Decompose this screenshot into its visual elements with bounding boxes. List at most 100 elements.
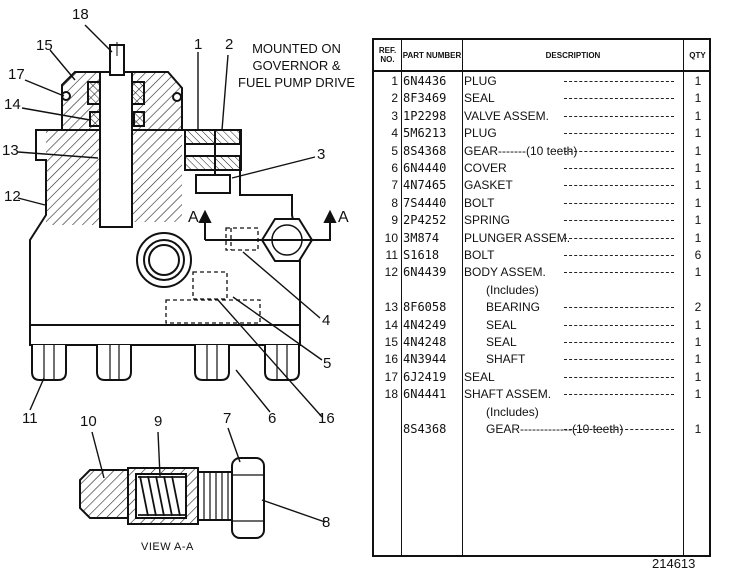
ref-cell: 18 bbox=[384, 387, 398, 402]
qty-cell: 1 bbox=[694, 317, 702, 332]
qty-cell: 1 bbox=[694, 265, 702, 280]
leader-dashes bbox=[564, 394, 674, 396]
qty-cell: 1 bbox=[694, 213, 702, 228]
ref-cell: 17 bbox=[384, 369, 398, 384]
table-row: 14 4N4249 SEAL 1 bbox=[374, 317, 709, 334]
qty-cell: 1 bbox=[694, 74, 702, 88]
description-cell: SEAL bbox=[486, 335, 517, 349]
table-row: (Includes) bbox=[374, 404, 709, 421]
pump-body bbox=[29, 42, 337, 381]
qty-cell: 1 bbox=[694, 422, 702, 436]
ref-cell: 8 bbox=[391, 195, 398, 210]
part-number-cell: 6N4439 bbox=[403, 265, 447, 280]
part-number-cell: 1P2298 bbox=[403, 108, 447, 123]
col-divider bbox=[462, 40, 463, 555]
leader-dashes bbox=[564, 115, 674, 117]
ref-cell: 9 bbox=[391, 213, 398, 228]
leader-dashes bbox=[564, 133, 674, 135]
table-row: 18 6N4441 SHAFT ASSEM. 1 bbox=[374, 386, 709, 403]
qty-cell: 1 bbox=[694, 195, 702, 210]
leader-dashes bbox=[564, 81, 674, 82]
part-number-cell: 6N4436 bbox=[403, 74, 447, 88]
table-row: 12 6N4439 BODY ASSEM. 1 bbox=[374, 264, 709, 281]
part-number-cell: 4N3944 bbox=[403, 352, 447, 367]
table-row: 8S4368 GEAR-------------(10 teeth) 1 bbox=[374, 421, 709, 438]
callout-2: 2 bbox=[225, 36, 234, 53]
header-desc: DESCRIPTION bbox=[545, 50, 601, 60]
ref-cell: 14 bbox=[384, 317, 398, 332]
description-cell: SEAL bbox=[464, 369, 495, 384]
leader-dashes bbox=[564, 220, 674, 222]
description-cell: SEAL bbox=[486, 317, 517, 332]
qty-cell: 2 bbox=[694, 300, 702, 315]
callout-5: 5 bbox=[323, 355, 332, 372]
ref-cell: 13 bbox=[384, 300, 398, 315]
note-line-3: FUEL PUMP DRIVE bbox=[238, 75, 356, 90]
qty-cell: 1 bbox=[694, 369, 702, 384]
part-number-cell: 4N4249 bbox=[403, 317, 447, 332]
drawing-number: 214613 bbox=[652, 556, 696, 571]
leader-dashes bbox=[564, 342, 674, 343]
qty-cell: 1 bbox=[694, 178, 702, 193]
ref-cell: 10 bbox=[384, 230, 398, 245]
ref-cell: 16 bbox=[384, 352, 398, 367]
callout-6: 6 bbox=[268, 410, 277, 427]
qty-cell: 1 bbox=[694, 143, 702, 158]
exploded-drawing bbox=[17, 24, 337, 539]
qty-cell: 1 bbox=[694, 387, 702, 402]
table-row: (Includes) bbox=[374, 282, 709, 299]
qty-cell: 1 bbox=[694, 335, 702, 349]
header-qty: QTY bbox=[689, 50, 706, 60]
qty-cell: 1 bbox=[694, 126, 702, 141]
leader-dashes bbox=[564, 429, 674, 430]
callout-7: 7 bbox=[223, 410, 232, 427]
part-number-cell: S1618 bbox=[403, 248, 440, 262]
leader-dashes bbox=[564, 307, 674, 309]
leader-dashes bbox=[564, 98, 674, 100]
ref-cell: 11 bbox=[385, 248, 398, 262]
ref-cell: 3 bbox=[391, 108, 398, 123]
callout-3: 3 bbox=[317, 146, 326, 163]
part-number-cell: 4N4248 bbox=[403, 335, 447, 349]
callout-12: 12 bbox=[4, 188, 21, 205]
description-cell: SHAFT bbox=[486, 352, 526, 367]
description-cell: COVER bbox=[464, 161, 507, 175]
description-cell: GEAR-------------(10 teeth) bbox=[486, 422, 624, 436]
section-marker-right: A bbox=[338, 209, 349, 226]
part-number-cell: 3M874 bbox=[403, 230, 440, 245]
description-cell: BODY ASSEM. bbox=[464, 265, 546, 280]
callout-1: 1 bbox=[194, 36, 203, 53]
qty-cell: 1 bbox=[694, 91, 702, 106]
ref-cell: 12 bbox=[384, 265, 398, 280]
leader-dashes bbox=[564, 255, 674, 256]
description-cell: BEARING bbox=[486, 300, 541, 315]
leader-dashes bbox=[564, 168, 674, 169]
ref-cell: 15 bbox=[384, 335, 398, 349]
callout-14: 14 bbox=[4, 96, 21, 113]
ref-cell: 2 bbox=[391, 91, 398, 106]
view-a-a-detail bbox=[79, 457, 265, 539]
part-number-cell: 6N4441 bbox=[403, 387, 447, 402]
description-cell: SHAFT ASSEM. bbox=[464, 387, 552, 402]
view-label: VIEW A-A bbox=[141, 541, 194, 553]
ref-cell: 6 bbox=[391, 161, 398, 175]
description-cell: (Includes) bbox=[486, 282, 539, 297]
part-number-cell: 4N7465 bbox=[403, 178, 447, 193]
description-cell: BOLT bbox=[464, 248, 495, 262]
description-cell: PLUG bbox=[464, 74, 497, 88]
qty-cell: 1 bbox=[694, 352, 702, 367]
description-cell: BOLT bbox=[464, 195, 495, 210]
table-row: 15 4N4248 SEAL 1 bbox=[374, 334, 709, 351]
part-number-cell: 8S4368 bbox=[403, 422, 447, 436]
description-cell: PLUG bbox=[464, 126, 497, 141]
leader-dashes bbox=[564, 150, 674, 152]
section-marker-left: A bbox=[188, 209, 199, 226]
ref-cell: 7 bbox=[391, 178, 398, 193]
